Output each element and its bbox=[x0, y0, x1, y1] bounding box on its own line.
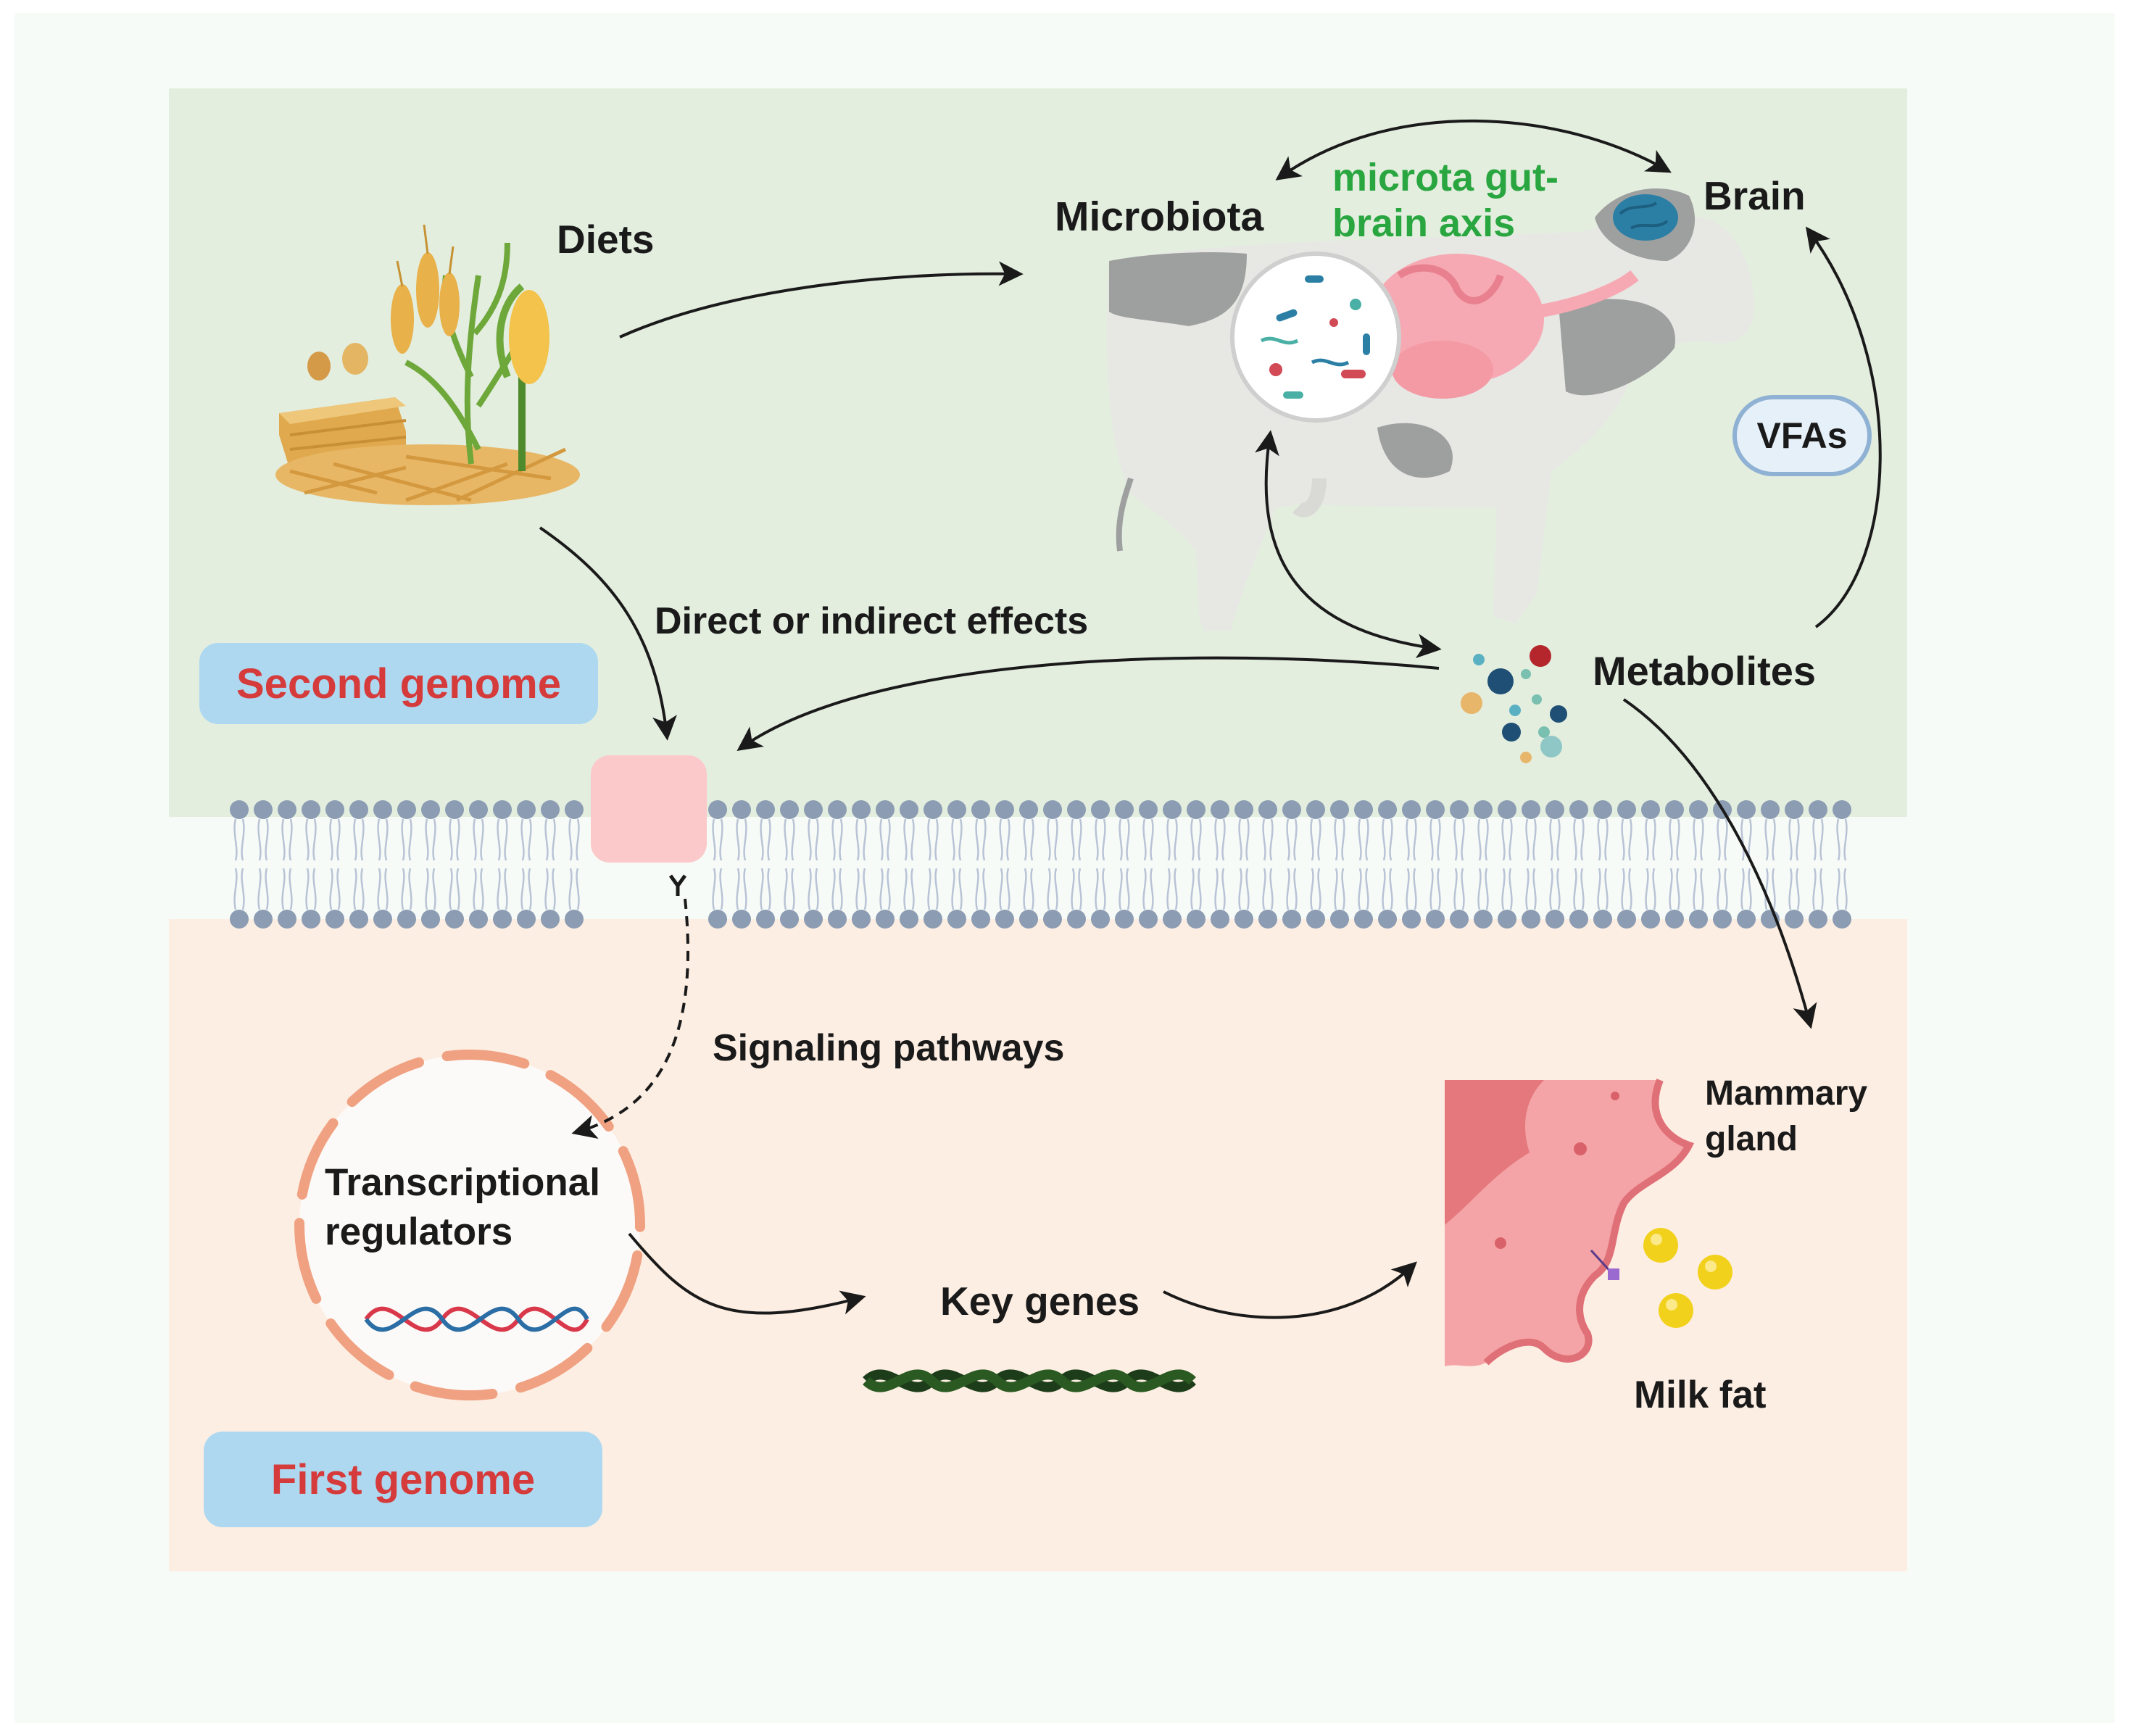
brain-label: Brain bbox=[1703, 173, 1806, 218]
transcriptional-label-line1: Transcriptional bbox=[325, 1161, 600, 1204]
vfas-label: VFAs bbox=[1756, 415, 1848, 456]
diets-label: Diets bbox=[557, 217, 655, 262]
mammary-label-line2: gland bbox=[1705, 1120, 1798, 1158]
arrow-vfas-to-brain bbox=[1805, 226, 1882, 628]
second-genome-badge: Second genome bbox=[199, 643, 598, 724]
arrows bbox=[539, 119, 1882, 1319]
brain-icon bbox=[1613, 194, 1678, 241]
vfas-badge: VFAs bbox=[1732, 395, 1872, 476]
wheat-corn-hay-icon bbox=[275, 224, 580, 505]
arrow-gut-brain-axis bbox=[1275, 119, 1672, 180]
gut-brain-axis-label-line2: brain axis bbox=[1332, 202, 1516, 245]
direct-effects-label: Direct or indirect effects bbox=[655, 600, 1089, 642]
arrow-metabolites-to-receptor bbox=[736, 656, 1440, 751]
key-genes-label: Key genes bbox=[940, 1279, 1140, 1324]
dna-helix-strand bbox=[364, 1306, 589, 1332]
receptor-anchor bbox=[668, 874, 687, 896]
arrow-microbiota-metabolites bbox=[1255, 430, 1442, 659]
first-genome-label: First genome bbox=[270, 1455, 536, 1503]
arrow-genes-to-mammary bbox=[1163, 1261, 1417, 1319]
metabolite-dots-icon bbox=[1461, 645, 1567, 763]
signaling-pathways-label: Signaling pathways bbox=[713, 1027, 1065, 1069]
mammary-tissue-icon bbox=[1445, 1079, 1695, 1366]
arrow-diets-to-microbiota bbox=[619, 261, 1024, 339]
first-genome-badge: First genome bbox=[204, 1432, 602, 1527]
gut-brain-axis-label-line1: microta gut- bbox=[1332, 156, 1559, 199]
microbe-magnifier-icon bbox=[1230, 252, 1401, 423]
metabolites-label: Metabolites bbox=[1593, 648, 1817, 694]
arrow-signaling-pathways bbox=[571, 898, 690, 1139]
dna-helix-icon bbox=[863, 1369, 1196, 1392]
mammary-label-line1: Mammary bbox=[1705, 1074, 1868, 1113]
intestine-icon bbox=[1370, 254, 1639, 399]
arrow-metabolites-to-mammary bbox=[1622, 698, 1817, 1029]
arrow-diets-to-receptor bbox=[539, 526, 677, 741]
fat-droplet-icon bbox=[1643, 1228, 1732, 1328]
cell-membrane-icon bbox=[230, 800, 1851, 929]
receptor-icon bbox=[591, 755, 707, 863]
milk-fat-label: Milk fat bbox=[1634, 1374, 1767, 1416]
second-genome-label: Second genome bbox=[236, 660, 561, 707]
arrow-regulators-to-genes bbox=[628, 1232, 866, 1315]
transcriptional-label-line2: regulators bbox=[325, 1210, 513, 1253]
microbiota-label: Microbiota bbox=[1055, 194, 1264, 240]
